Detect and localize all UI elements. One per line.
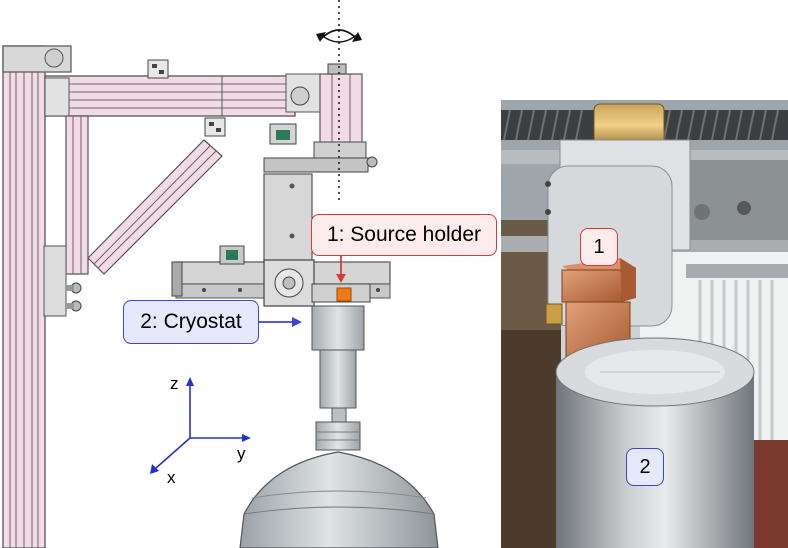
cryostat <box>239 305 439 548</box>
photo-marker-1: 1 <box>580 228 618 266</box>
vertical-linear-stage <box>263 173 313 267</box>
source-holder-callout: 1: Source holder <box>311 214 497 256</box>
photo-marker-2: 2 <box>626 448 664 486</box>
photo-panel <box>501 100 788 548</box>
brass-screw <box>545 303 563 325</box>
side-clamp <box>43 245 82 317</box>
diagonal-strut <box>87 139 223 275</box>
vertical-profile-column <box>2 45 72 548</box>
bracket-icon <box>147 59 226 137</box>
cryostat-callout: 2: Cryostat <box>123 300 259 344</box>
axis-y-label: y <box>237 444 246 463</box>
source-holder-arrowhead <box>336 274 346 283</box>
axis-x-label: x <box>167 468 176 487</box>
axis-z-label: z <box>170 374 179 393</box>
cryostat-label: 2: Cryostat <box>140 310 242 333</box>
source-holder-marker <box>336 287 352 302</box>
rotation-stage <box>263 63 378 173</box>
inner-strut <box>65 115 89 275</box>
photo-marker-2-label: 2 <box>639 455 651 478</box>
cryostat-arrowhead <box>292 317 302 327</box>
horizontal-top-beam <box>44 75 296 117</box>
photo-marker-1-label: 1 <box>593 235 605 258</box>
coordinate-axes <box>150 377 251 474</box>
source-holder-label: 1: Source holder <box>326 223 482 246</box>
rotation-arrow-icon <box>316 29 362 43</box>
